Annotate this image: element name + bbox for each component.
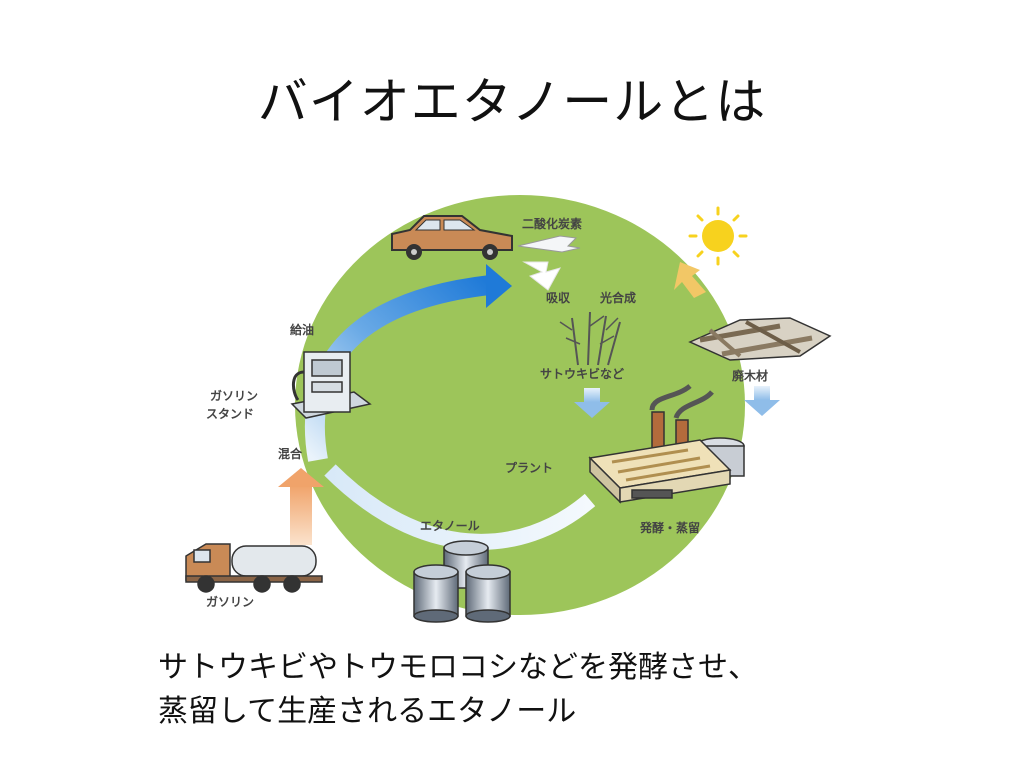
label-photosynthesis: 光合成 [599,290,636,305]
tanker-truck-icon [185,543,323,593]
co2-absorb-arrow [522,261,562,291]
cycle-arrow-head [486,264,512,308]
label-waste-wood: 廃木材 [732,368,768,383]
sun-icon [688,206,748,266]
caption-line-1: サトウキビやトウモロコシなどを発酵させ、 [158,650,758,685]
label-absorb: 吸収 [546,291,571,305]
bioethanol-cycle-diagram: 二酸化炭素 吸収 光合成 サトウキビなど 廃木材 プラント 発酵・蒸留 エタノー… [185,195,832,623]
label-sugarcane: サトウキビなど [540,366,624,381]
label-mix: 混合 [278,446,303,461]
cycle-arrow-up [304,275,492,462]
plant-icon [588,383,745,504]
label-plant: プラント [505,460,553,475]
car-icon [391,215,513,260]
label-ethanol: エタノール [420,519,480,533]
label-co2: 二酸化炭素 [522,216,582,231]
label-gas-station-line2: スタンド [206,407,254,421]
caption-line-2: 蒸留して生産されるエタノール [158,694,577,729]
label-refuel: 給油 [290,322,314,337]
gas-station-icon [290,351,372,419]
sugarcane-icon [559,311,621,366]
down-arrow-wood [744,386,780,416]
up-arrow-gasoline [278,468,324,545]
exhaust-icon [517,235,581,253]
label-gasoline: ガソリン [206,594,254,609]
waste-wood-icon [688,317,832,361]
down-arrow-sugarcane [574,388,610,418]
label-gas-station-line1: ガソリン [210,388,258,403]
sunlight-arrow [674,262,706,298]
ethanol-drums-icon [413,540,511,623]
label-fermentation: 発酵・蒸留 [639,520,700,535]
slide-title: バイオエタノールとは [257,73,767,131]
